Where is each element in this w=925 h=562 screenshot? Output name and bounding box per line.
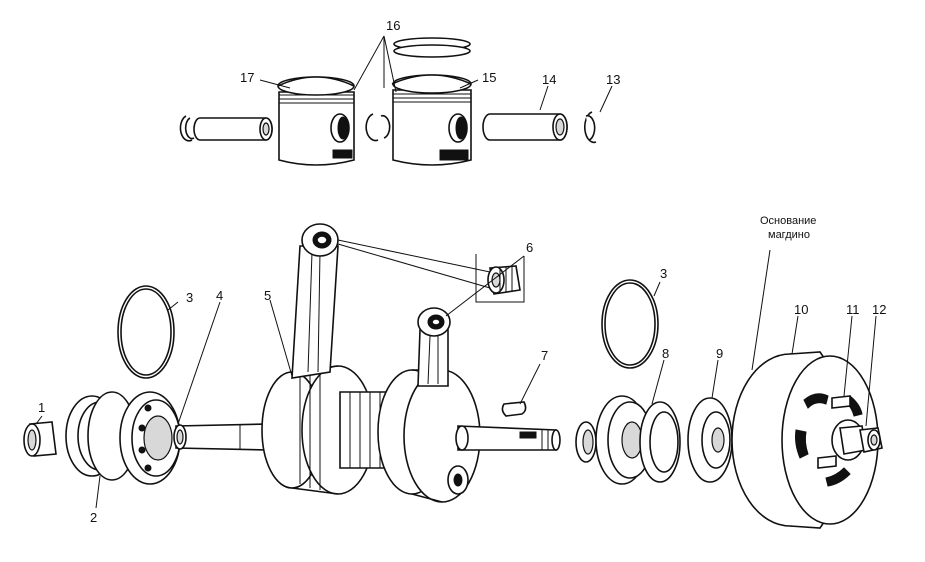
callout-17: 17	[240, 70, 254, 85]
woodruff-key	[501, 401, 527, 417]
circlip-right	[584, 111, 597, 144]
connecting-rod-left	[291, 223, 339, 379]
crankshaft-assembly	[23, 223, 883, 529]
shaft-left	[173, 423, 271, 451]
callout-1: 1	[38, 400, 45, 415]
callout-6: 6	[526, 240, 533, 255]
magneto-rotor	[731, 351, 883, 529]
callout-11: 11	[846, 302, 860, 317]
piston-right	[391, 74, 472, 166]
circlip-middle	[365, 113, 391, 142]
bush	[23, 421, 57, 457]
callout-7: 7	[541, 348, 548, 363]
callout-16: 16	[386, 18, 400, 33]
o-ring-left	[117, 285, 175, 379]
callout-5: 5	[264, 288, 271, 303]
circlip-left	[179, 115, 195, 142]
callout-3-right: 3	[660, 266, 667, 281]
callout-4: 4	[216, 288, 223, 303]
callout-8: 8	[662, 346, 669, 361]
seal-right	[687, 397, 733, 483]
magneto-base-label-line2: магдино	[768, 229, 810, 241]
piston-rings	[393, 37, 471, 58]
bearing-right	[595, 395, 681, 485]
piston-pin-left	[193, 117, 273, 141]
piston-left	[277, 76, 355, 166]
piston-pin-right	[482, 113, 568, 141]
callouts: 1 2 3 4 5 6 7 3 8 9 10 11 12 13 14 15 16…	[38, 18, 886, 525]
o-ring-right	[601, 279, 659, 369]
callout-13: 13	[606, 72, 620, 87]
callout-3-left: 3	[186, 290, 193, 305]
bearing-left	[119, 391, 181, 485]
flywheel-center	[339, 369, 481, 503]
callout-10: 10	[794, 302, 808, 317]
callout-15: 15	[482, 70, 496, 85]
needle-bearing	[487, 265, 521, 295]
shaft-right	[455, 425, 561, 451]
callout-9: 9	[716, 346, 723, 361]
callout-12: 12	[872, 302, 886, 317]
magneto-base-label-line1: Основание	[760, 215, 816, 227]
callout-14: 14	[542, 72, 556, 87]
leader-lines	[35, 35, 877, 509]
spacer-ring	[575, 421, 597, 463]
piston-assembly	[179, 37, 597, 166]
callout-2: 2	[90, 510, 97, 525]
connecting-rod-right	[417, 307, 451, 387]
